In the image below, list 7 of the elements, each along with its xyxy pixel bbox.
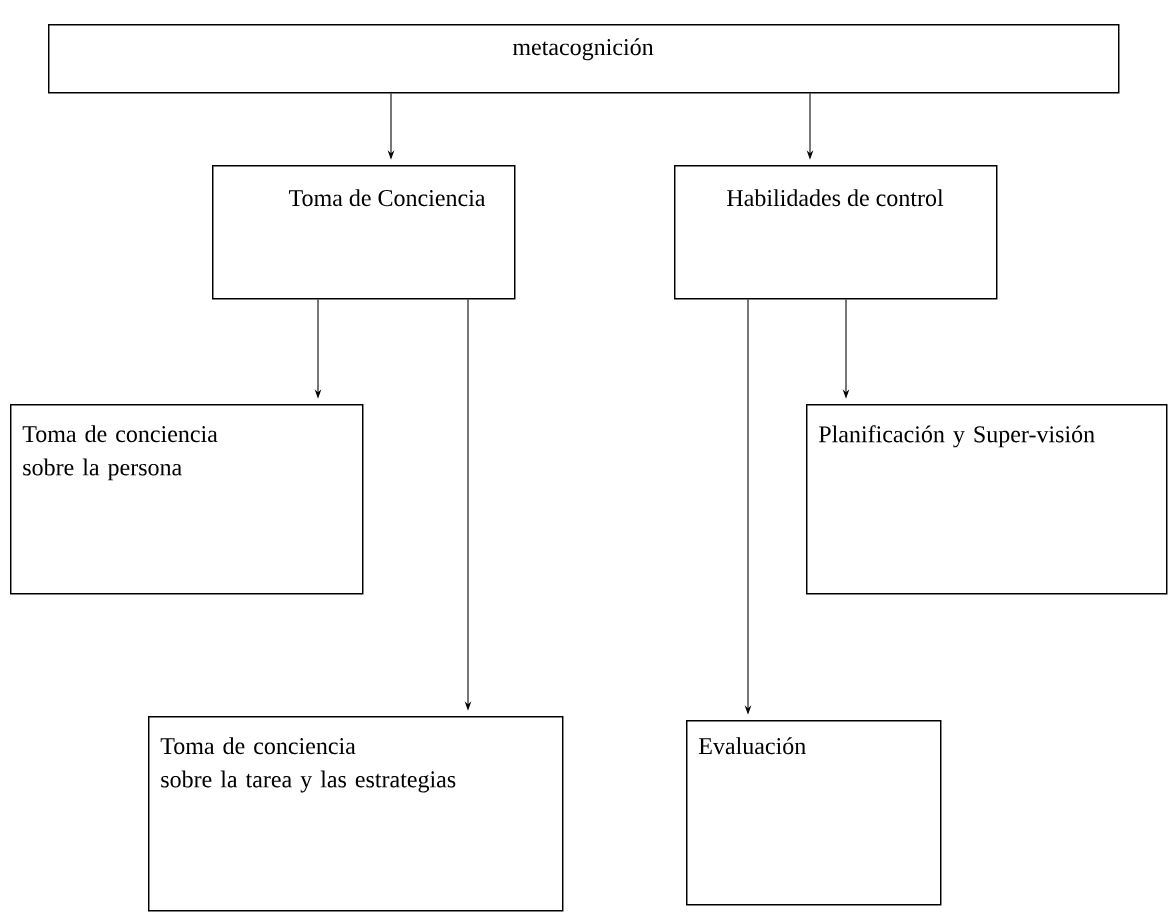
box: Planificación y Super-visión <box>806 404 1168 595</box>
box: Toma de Conciencia <box>212 165 516 300</box>
box: Habilidades de control <box>674 165 998 300</box>
box: Toma de conciencia sobre la tarea y las estrategias <box>148 716 564 912</box>
box: metacognición <box>48 24 1120 94</box>
box: Evaluación <box>686 720 942 906</box>
box: Toma de conciencia sobre la persona <box>10 404 364 595</box>
